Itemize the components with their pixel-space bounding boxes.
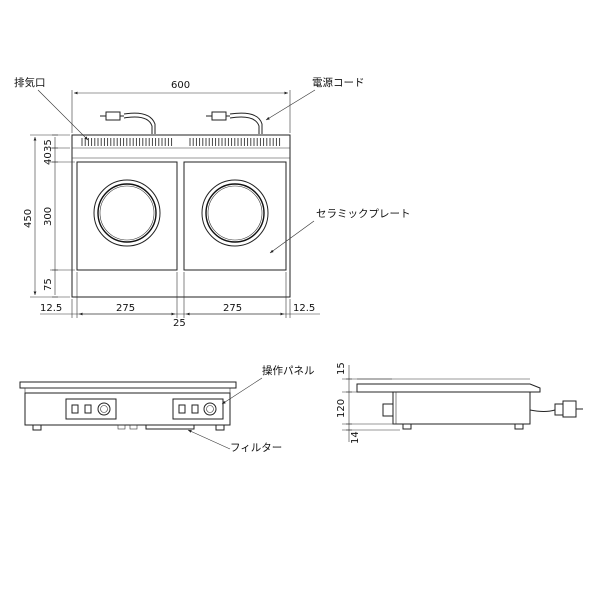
dim-label: 15 (336, 362, 347, 375)
dim-inner-vertical: 35 40 300 75 (43, 134, 75, 298)
ceramic-plate-left (76, 161, 178, 271)
plan-view: 600 450 35 40 300 75 (14, 76, 411, 329)
label-filter: フィルター (230, 442, 282, 454)
dim-width-600: 600 (71, 80, 291, 133)
dim-label: 25 (173, 318, 186, 329)
label-power-cord: 電源コード (312, 76, 365, 89)
dim-label: 275 (223, 303, 242, 314)
dim-label: 12.5 (293, 303, 315, 314)
dim-horizontal-bottom: 12.5 275 275 12.5 25 (40, 272, 320, 329)
control-panel-right (172, 398, 224, 420)
indicator-lamp-icon (84, 404, 92, 414)
dim-label: 120 (336, 399, 347, 418)
control-knob-icon (203, 402, 217, 416)
ceramic-plate-right (183, 161, 287, 271)
dim-label: 75 (43, 278, 54, 291)
burner-ring-right (201, 179, 269, 247)
indicator-lamp-icon (191, 404, 199, 414)
side-view: 15 120 14 (336, 362, 583, 444)
dim-label: 450 (23, 209, 34, 228)
dim-side-vertical: 15 120 14 (336, 362, 400, 444)
dim-label: 12.5 (40, 303, 62, 314)
dim-label: 600 (171, 80, 190, 91)
front-view: 操作パネル フィルター (19, 364, 315, 454)
label-control-panel: 操作パネル (262, 364, 315, 377)
label-exhaust-port: 排気口 (14, 76, 46, 89)
control-panel-left (65, 398, 117, 420)
side-knob-icon (382, 403, 394, 417)
dim-label: 14 (350, 431, 361, 444)
dim-label: 275 (116, 303, 135, 314)
indicator-lamp-icon (178, 404, 186, 414)
label-ceramic-plate: セラミックプレート (316, 208, 411, 220)
indicator-lamp-icon (71, 404, 79, 414)
exhaust-vent-left (81, 138, 173, 146)
dim-depth-450: 450 (23, 134, 70, 298)
control-knob-icon (97, 402, 111, 416)
filter-part (145, 424, 195, 430)
power-cord-plan (100, 111, 263, 134)
dim-label: 300 (43, 207, 54, 226)
exhaust-vent-right (189, 138, 281, 146)
dim-label: 35 (43, 139, 54, 152)
burner-ring-left (93, 179, 161, 247)
dim-label: 40 (43, 152, 54, 165)
